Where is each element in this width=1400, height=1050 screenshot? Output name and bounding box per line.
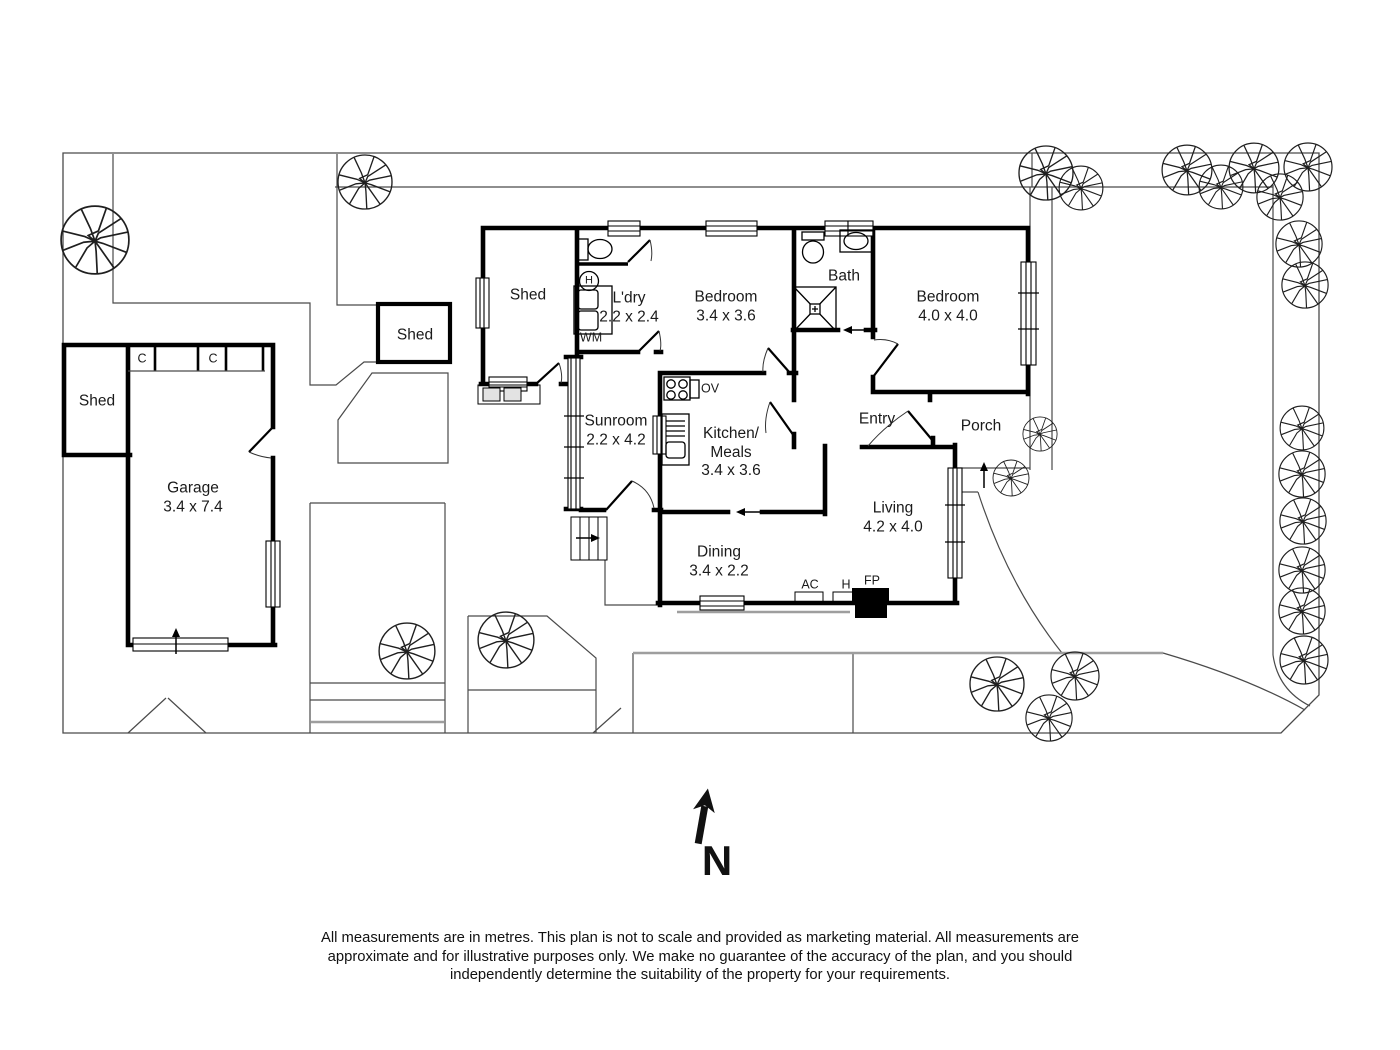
cupboard-label: C (208, 351, 218, 366)
north-label: N (701, 837, 733, 884)
basin-icon (839, 229, 874, 253)
hot-water-label: H (585, 274, 593, 287)
cooktop-icon (663, 376, 700, 401)
direction-arrows (172, 326, 988, 654)
toilet-icon (801, 231, 825, 264)
tree-icon (992, 459, 1030, 497)
house-walls (478, 225, 1031, 608)
fireplace-label: FP (864, 573, 880, 588)
tree-icon (1058, 165, 1104, 211)
tree-icon (1050, 651, 1100, 701)
tree-icon (1256, 173, 1304, 221)
garage-walls (61, 342, 278, 648)
north-arrow-icon (693, 788, 715, 845)
mid-shed-walls (375, 301, 453, 365)
oven-label: OV (700, 381, 720, 396)
sink-icon (661, 413, 690, 466)
washing-machine-label: WM (579, 330, 603, 345)
property-boundary (62, 152, 1320, 734)
tree-icon (1278, 546, 1326, 594)
tree-icon (1278, 450, 1326, 498)
tree-icon (1283, 142, 1333, 192)
trees (60, 142, 1333, 742)
shower-icon (793, 286, 837, 332)
tree-icon (1228, 142, 1280, 194)
room-label-attached-shed: Shed (509, 286, 547, 304)
washing-machine-icon (573, 285, 613, 335)
door-swings (248, 239, 934, 511)
room-label-bath: Bath (828, 267, 860, 285)
tree-icon (969, 656, 1025, 712)
ac-unit (794, 591, 824, 604)
tree-icon (1275, 220, 1323, 268)
tree-icon (1025, 694, 1073, 742)
fireplace-icon (852, 588, 889, 618)
room-label-entry: Entry (858, 410, 896, 428)
windows (132, 220, 1039, 652)
tree-icon (337, 154, 393, 210)
air-conditioner-label: AC (801, 577, 819, 592)
heater-label: H (841, 577, 851, 592)
disclaimer-text: All measurements are in metres. This pla… (320, 930, 1079, 984)
cupboard-row (153, 347, 265, 371)
toilet-icon (576, 238, 613, 261)
shed-steps (477, 384, 541, 405)
tree-icon (60, 205, 130, 275)
room-label-garage-shed: Shed (78, 392, 116, 410)
room-label-mid-shed: Shed (396, 326, 434, 344)
fixtures (477, 229, 889, 618)
tree-icon (378, 622, 436, 680)
tree-icon (1279, 635, 1329, 685)
tree-icon (477, 611, 535, 669)
cupboard-label: C (137, 351, 147, 366)
room-label-porch: Porch (960, 417, 1002, 435)
tree-icon (1281, 261, 1329, 309)
paving-paths (127, 372, 1311, 734)
tree-icon (1279, 405, 1325, 451)
tree-icon (1278, 587, 1326, 635)
gray-edges (311, 610, 1163, 724)
